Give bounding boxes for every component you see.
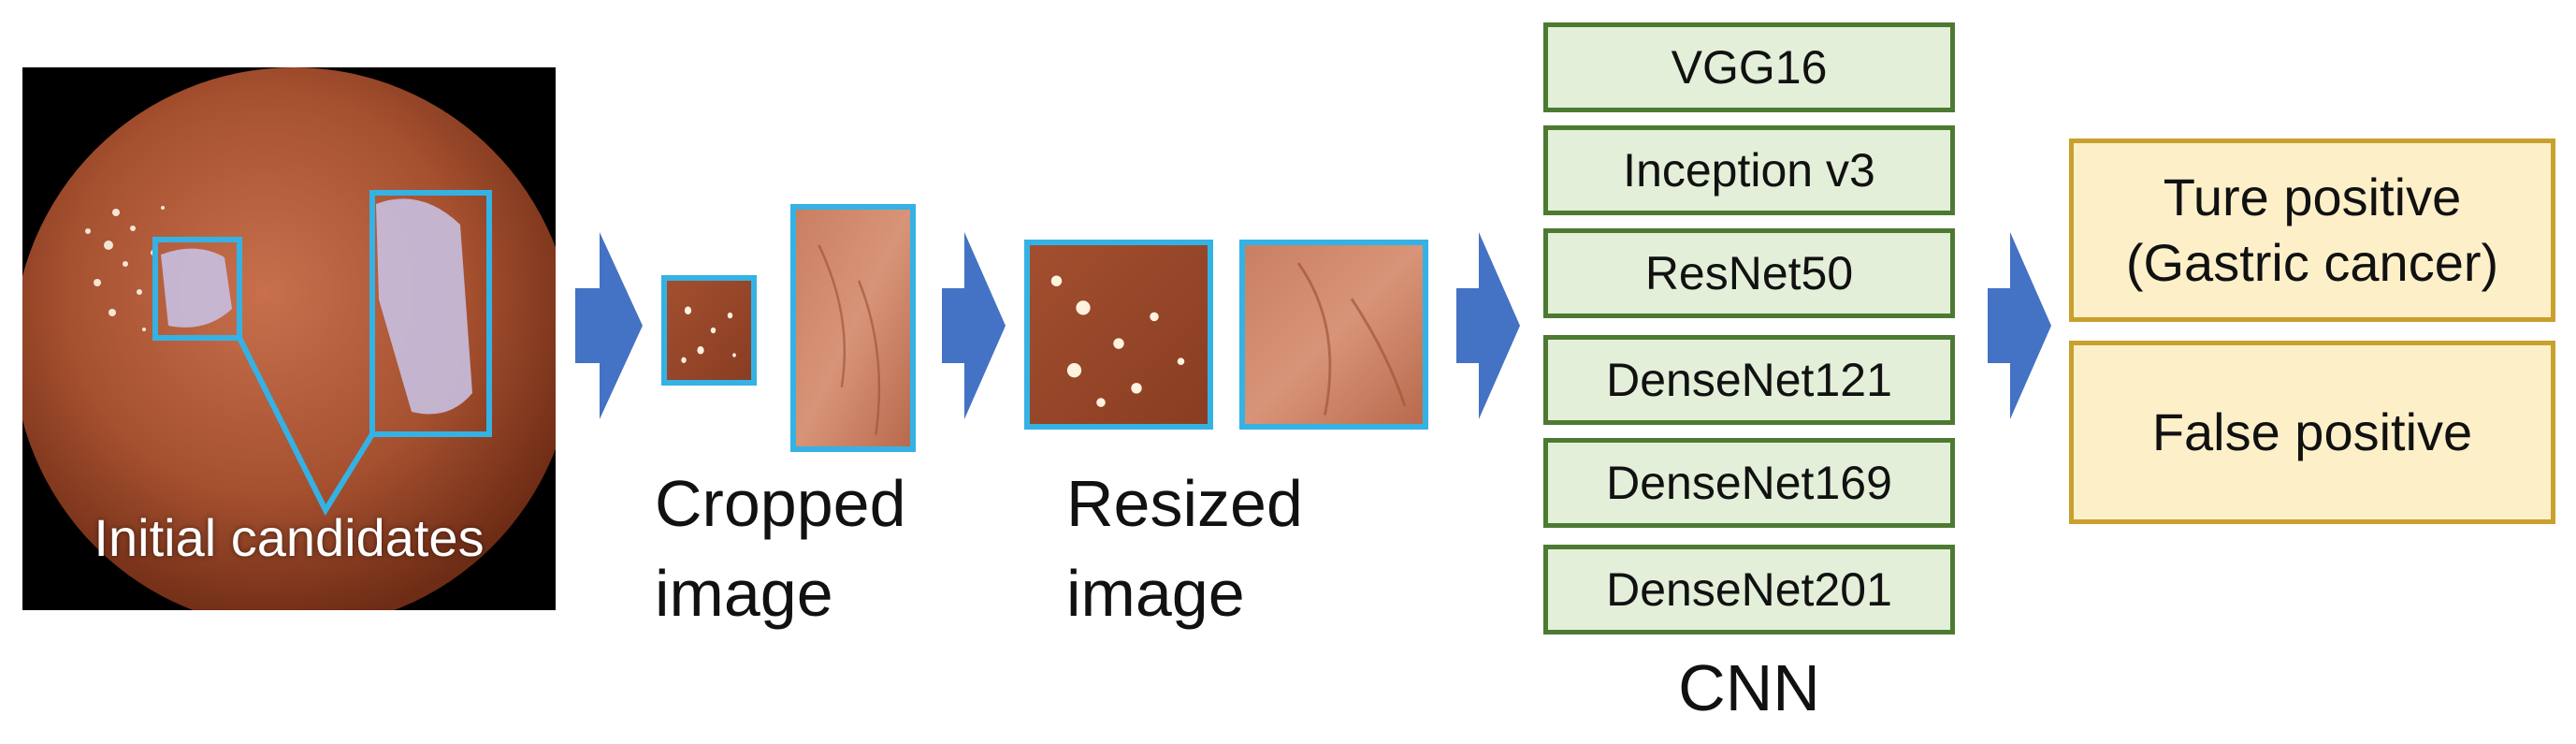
cnn-model-vgg16: VGG16 — [1543, 22, 1955, 112]
flow-arrow-2 — [942, 232, 1006, 419]
flow-arrow-3 — [1456, 232, 1520, 419]
true-positive-line1: Ture positive — [2163, 168, 2462, 226]
resized-caption-line1: Resized — [1066, 467, 1303, 540]
flow-arrow-1 — [575, 232, 643, 419]
cnn-model-resnet50: ResNet50 — [1543, 228, 1955, 318]
resized-image-spotted — [1024, 240, 1213, 430]
false-positive-line1: False positive — [2151, 402, 2473, 461]
cropped-image-large — [790, 204, 916, 452]
output-false-positive: False positive — [2069, 341, 2555, 524]
resized-caption-line2: image — [1066, 557, 1245, 630]
cnn-label: CNN — [1678, 651, 1820, 724]
cropped-caption-line1: Cropped — [655, 467, 906, 540]
initial-candidates-label: Initial candidates — [94, 508, 485, 567]
cropped-caption: Cropped image — [655, 459, 906, 638]
flow-arrow-4 — [1988, 232, 2051, 419]
cnn-model-inception-v3: Inception v3 — [1543, 125, 1955, 215]
cnn-model-densenet169: DenseNet169 — [1543, 438, 1955, 528]
resized-caption: Resized image — [1066, 459, 1303, 638]
cnn-model-densenet121: DenseNet121 — [1543, 335, 1955, 425]
cropped-caption-line2: image — [655, 557, 833, 630]
cropped-image-small — [661, 275, 757, 386]
true-positive-line2: (Gastric cancer) — [2125, 233, 2499, 292]
cnn-model-densenet201: DenseNet201 — [1543, 545, 1955, 635]
output-true-positive: Ture positive (Gastric cancer) — [2069, 139, 2555, 322]
resized-image-smooth — [1239, 240, 1428, 430]
